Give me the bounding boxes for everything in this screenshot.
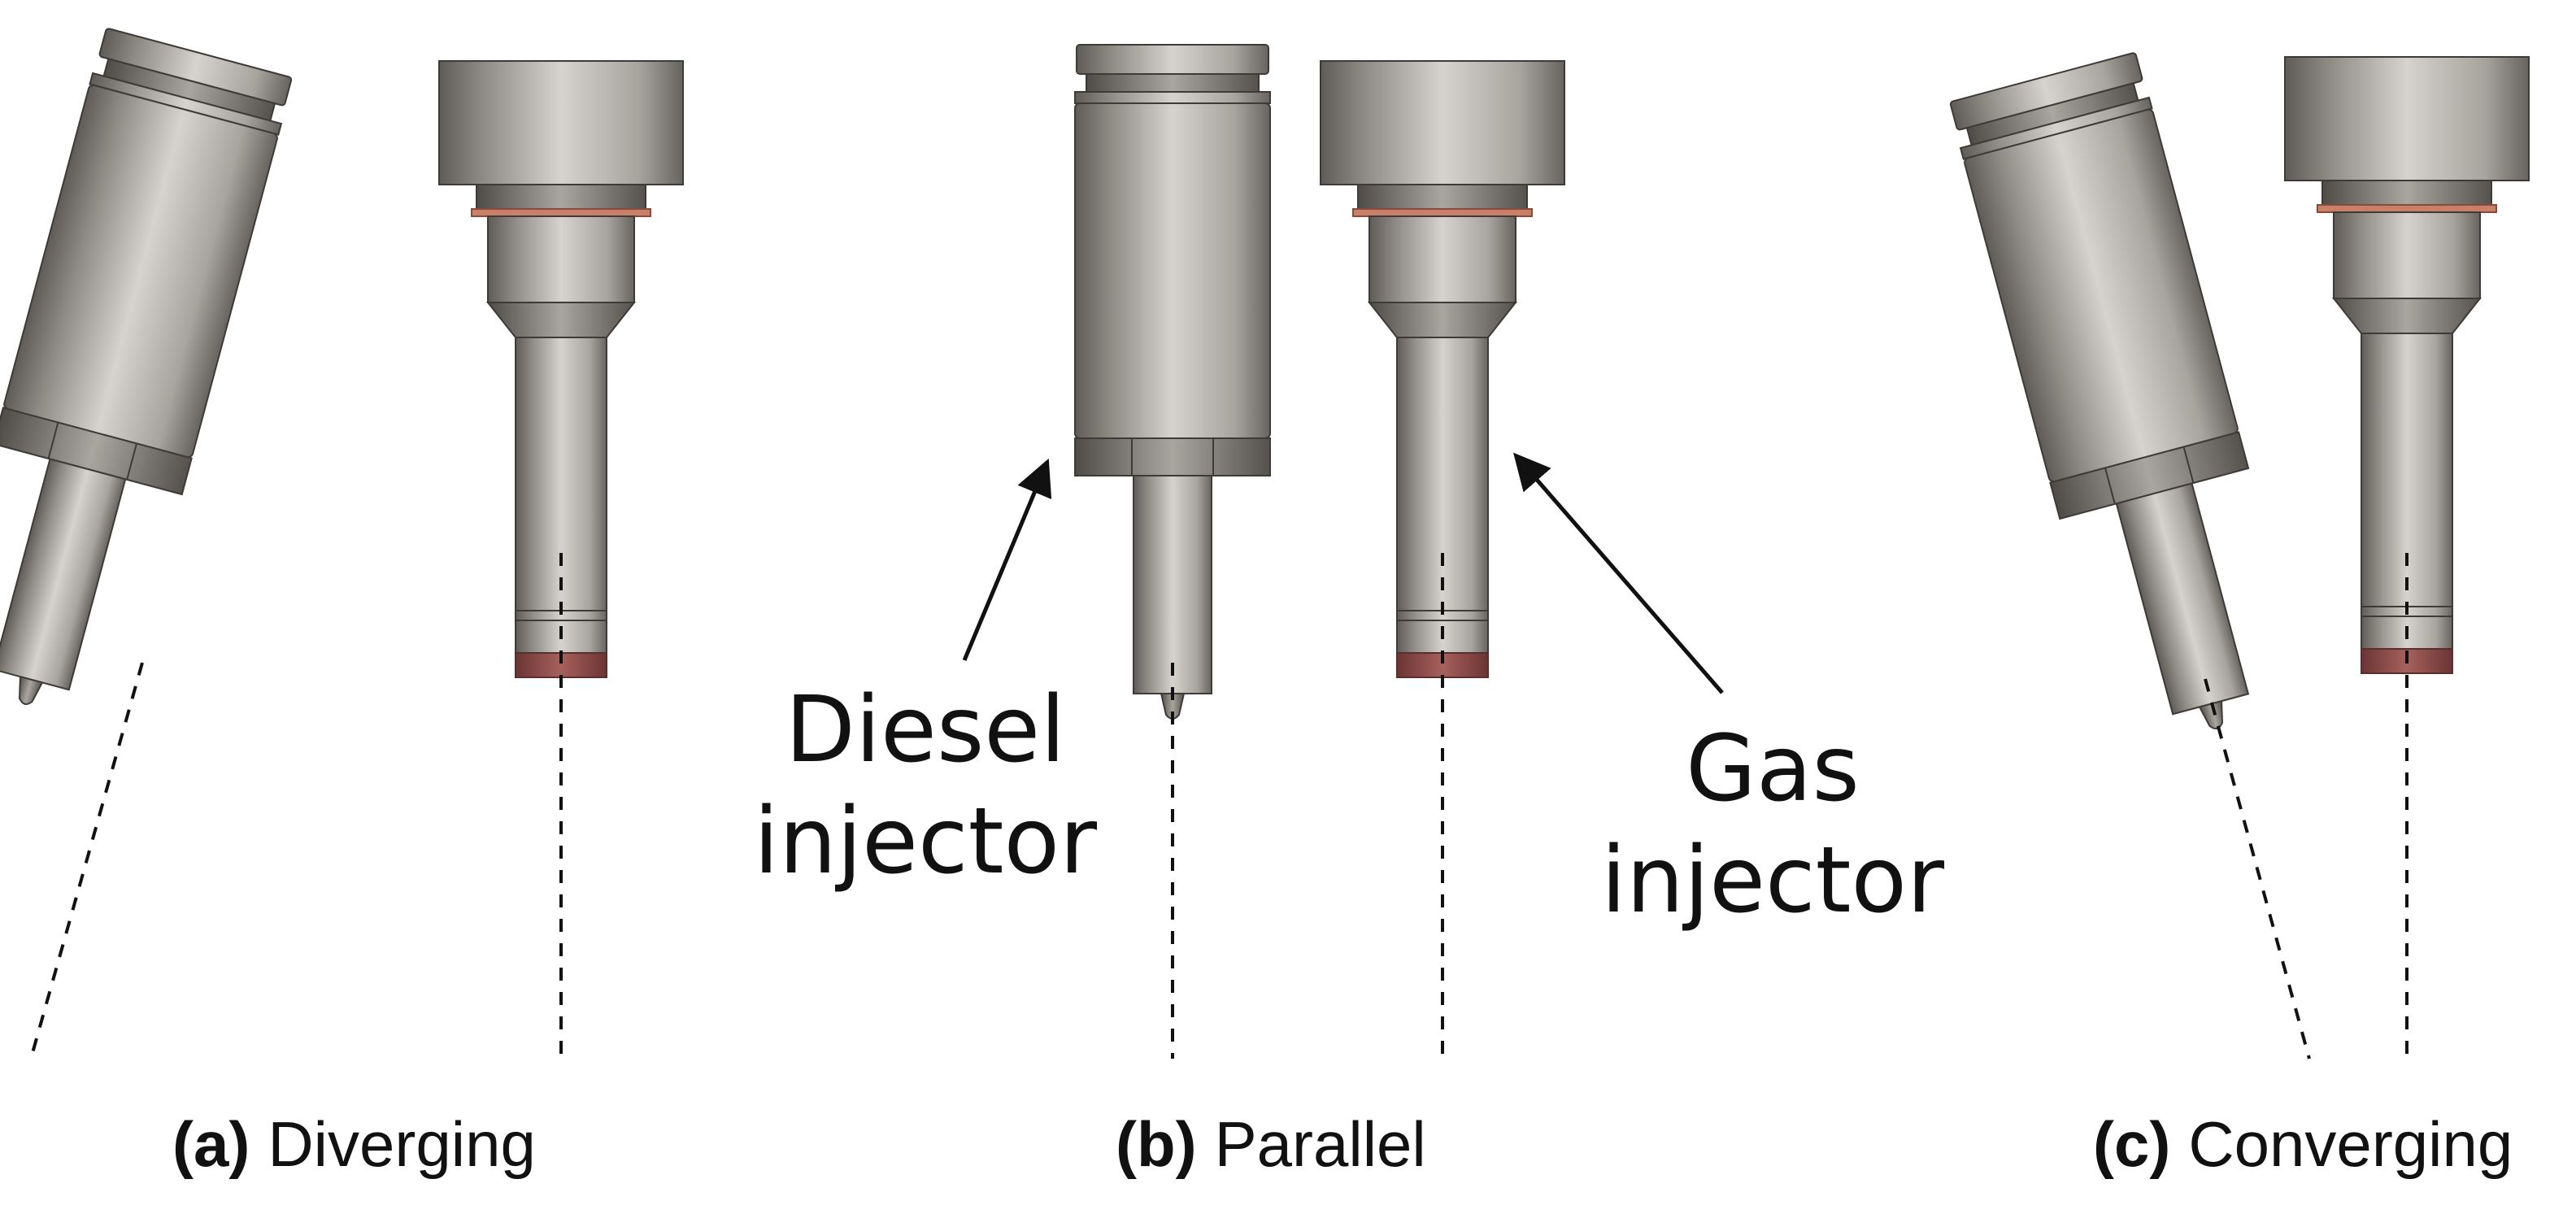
diesel-injector-label: Diesel injector	[746, 675, 1104, 897]
caption-tag-b: (b)	[1116, 1108, 1197, 1180]
diesel-spray-axis-a	[29, 662, 144, 1059]
caption-label-c: Converging	[2188, 1108, 2513, 1180]
caption-tag-c: (c)	[2093, 1108, 2171, 1180]
gas-label-line2: injector	[1600, 827, 1945, 933]
gas-injector-label: Gas injector	[1594, 714, 1952, 936]
caption-parallel: (b)Parallel	[1116, 1112, 1426, 1176]
caption-label-a: Diverging	[268, 1108, 536, 1180]
caption-converging: (c)Converging	[2093, 1112, 2513, 1176]
caption-tag-a: (a)	[172, 1108, 250, 1180]
diesel-injector-a	[0, 26, 294, 730]
gas-callout-arrow	[1513, 452, 1724, 694]
diesel-injector-c	[1947, 50, 2313, 755]
diesel-callout-arrow	[962, 458, 1052, 661]
diesel-label-line1: Diesel	[785, 677, 1066, 783]
caption-diverging: (a)Diverging	[172, 1112, 536, 1176]
diesel-spray-axis-c	[2204, 678, 2311, 1059]
diesel-injector-b	[1074, 44, 1271, 720]
caption-label-b: Parallel	[1214, 1108, 1426, 1180]
gas-label-line1: Gas	[1686, 716, 1860, 822]
diesel-label-line2: injector	[753, 788, 1098, 894]
